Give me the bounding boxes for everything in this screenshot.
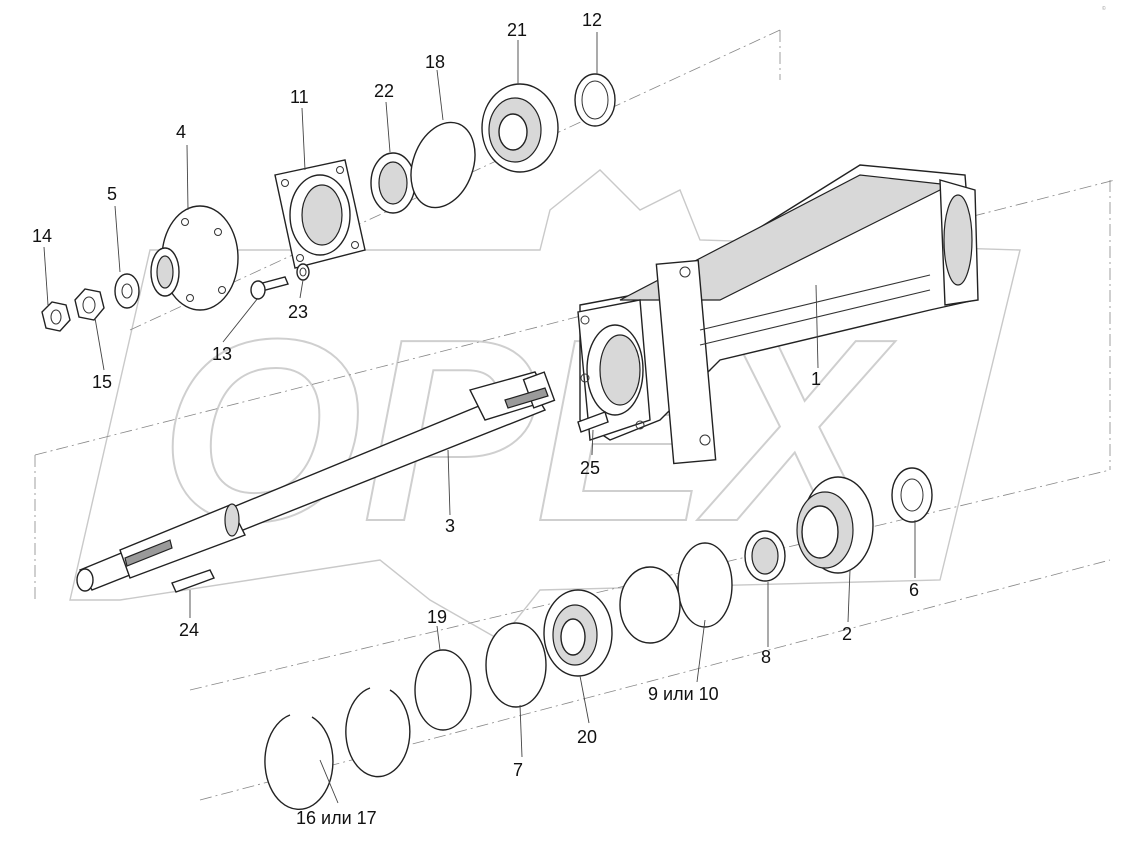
label-12: 12 [582,10,602,30]
square-flange-part-11 [274,159,366,269]
label-20: 20 [577,727,597,747]
key-part-25 [577,411,609,433]
label-19: 19 [427,607,447,627]
shaft-part-3 [76,371,556,592]
label-6: 6 [909,580,919,600]
label-21: 21 [507,20,527,40]
part-labels: 1 2 3 4 5 6 7 8 9 или 10 11 12 13 14 15 … [32,10,919,828]
cup-part-2 [796,476,874,574]
label-11: 11 [290,87,309,107]
slotted-nut-part-6 [891,467,933,523]
label-8: 8 [761,647,771,667]
label-5: 5 [107,184,117,204]
housing-part-1 [577,164,979,465]
bearing-part-21 [481,83,559,173]
label-25: 25 [580,458,600,478]
label-13: 13 [212,344,232,364]
bearing-part-20 [543,589,613,677]
key-part-24 [171,569,215,593]
rings-part-9-10 [619,542,733,644]
flange-part-4 [150,205,239,311]
lock-nut-part-14 [41,301,71,332]
o-ring-part-18 [410,121,476,209]
ring-part-19 [414,649,472,731]
label-18: 18 [425,52,445,72]
corner-mark: © [1102,5,1106,12]
label-9-or-10: 9 или 10 [648,684,719,704]
label-7: 7 [513,760,523,780]
label-2: 2 [842,624,852,644]
label-15: 15 [92,372,112,392]
washer-part-5 [114,273,140,309]
ring-part-12 [574,73,616,127]
leader-lines [43,32,916,804]
label-24: 24 [179,620,199,640]
washer-part-23 [296,263,310,281]
bolt-part-13 [250,276,289,300]
sleeve-part-8 [744,530,786,582]
label-3: 3 [445,516,455,536]
label-4: 4 [176,122,186,142]
sleeve-part-22 [370,152,416,214]
nut-part-15 [74,288,105,321]
label-1: 1 [811,369,821,389]
label-16-or-17: 16 или 17 [296,808,377,828]
label-23: 23 [288,302,308,322]
ring-part-7 [485,622,547,708]
snap-rings-part-16-17 [264,687,411,811]
label-22: 22 [374,81,394,101]
label-14: 14 [32,226,52,246]
